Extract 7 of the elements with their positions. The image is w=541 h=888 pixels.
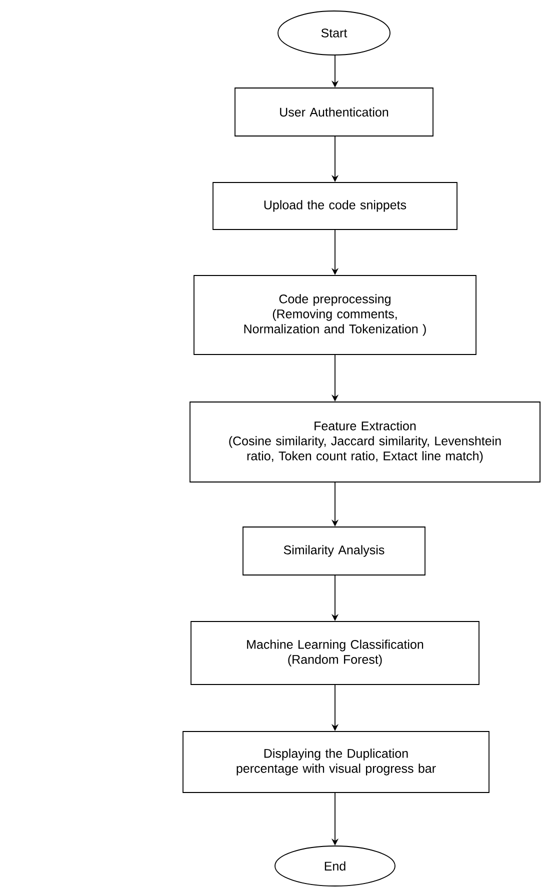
process-box: Feature Extraction (Cosine similarity, Jaccard similarity, Levenshtein ratio, Token count ratio, Extact line match) <box>190 402 540 482</box>
process-box: Displaying the Duplication percentage with visual progress bar <box>182 731 490 793</box>
process-box: User Authentication <box>234 88 434 136</box>
process-box: Code preprocessing (Removing comments, Normalization and Tokenization ) <box>194 275 476 355</box>
process-box: Machine Learning Classification (Random Forest) <box>190 621 480 685</box>
process-box: Similarity Analysis <box>242 526 426 576</box>
process-box: Upload the code snippets <box>212 182 458 230</box>
